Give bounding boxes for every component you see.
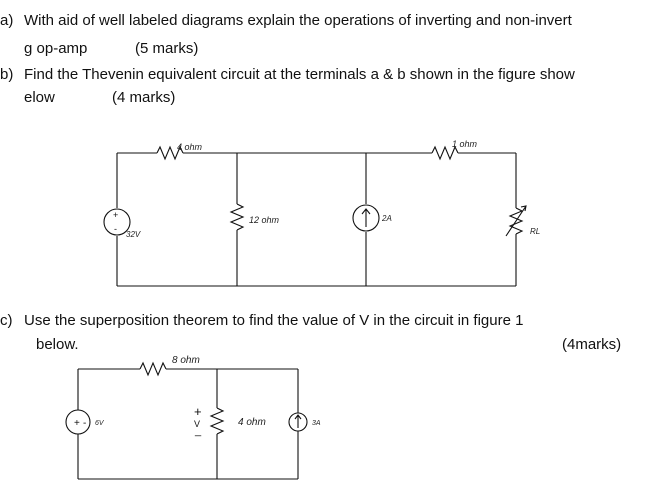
label-4ohm: 4 ohm xyxy=(177,142,203,152)
voltage-source-6v-icon: + - xyxy=(65,409,91,435)
svg-text:-: - xyxy=(114,224,117,234)
question-a-marker: a) xyxy=(0,12,14,29)
label-12ohm: 12 ohm xyxy=(249,215,280,225)
question-a-text: With aid of well labeled diagrams explai… xyxy=(24,12,572,29)
label-2a: 2A xyxy=(381,214,392,223)
label-32v: 32V xyxy=(126,230,141,239)
load-resistor-rl-icon xyxy=(505,205,527,237)
voltage-v-plus: + xyxy=(194,404,202,419)
resistor-1ohm xyxy=(431,145,459,161)
resistor-4ohm-c xyxy=(209,407,225,435)
question-b-marks: (4 marks) xyxy=(112,89,176,106)
question-c-text-cont: below. xyxy=(36,336,79,353)
resistor-8ohm xyxy=(139,361,167,377)
current-source-2a-icon xyxy=(352,204,380,232)
voltage-source-32v-icon: + - xyxy=(103,208,131,236)
resistor-4ohm xyxy=(156,145,184,161)
question-a-text-cont: g op-amp xyxy=(24,40,88,57)
question-c-marks: (4marks) xyxy=(562,336,622,353)
label-rl: RL xyxy=(530,227,540,236)
circuit-b-wires: + - xyxy=(103,145,527,287)
label-4ohm-c: 4 ohm xyxy=(238,417,266,428)
question-c-marker: c) xyxy=(0,312,13,329)
question-a-marks: (5 marks) xyxy=(135,40,199,57)
svg-text:-: - xyxy=(83,418,86,429)
label-8ohm: 8 ohm xyxy=(172,355,200,366)
svg-text:+: + xyxy=(113,210,118,220)
label-1ohm: 1 ohm xyxy=(452,139,478,149)
question-c-text: Use the superposition theorem to find th… xyxy=(24,312,524,329)
question-b-text: Find the Thevenin equivalent circuit at … xyxy=(24,66,575,83)
voltage-v-label: V xyxy=(194,419,200,429)
circuit-c-wires: + - xyxy=(65,361,308,480)
voltage-v-minus: _ xyxy=(194,425,202,437)
current-source-3a-icon xyxy=(288,412,308,432)
label-3a: 3A xyxy=(312,420,321,427)
svg-text:+: + xyxy=(74,418,80,429)
question-b-marker: b) xyxy=(0,66,14,83)
question-b-text-cont: elow xyxy=(24,89,55,106)
label-6v: 6V xyxy=(95,420,105,427)
resistor-12ohm xyxy=(229,203,245,231)
